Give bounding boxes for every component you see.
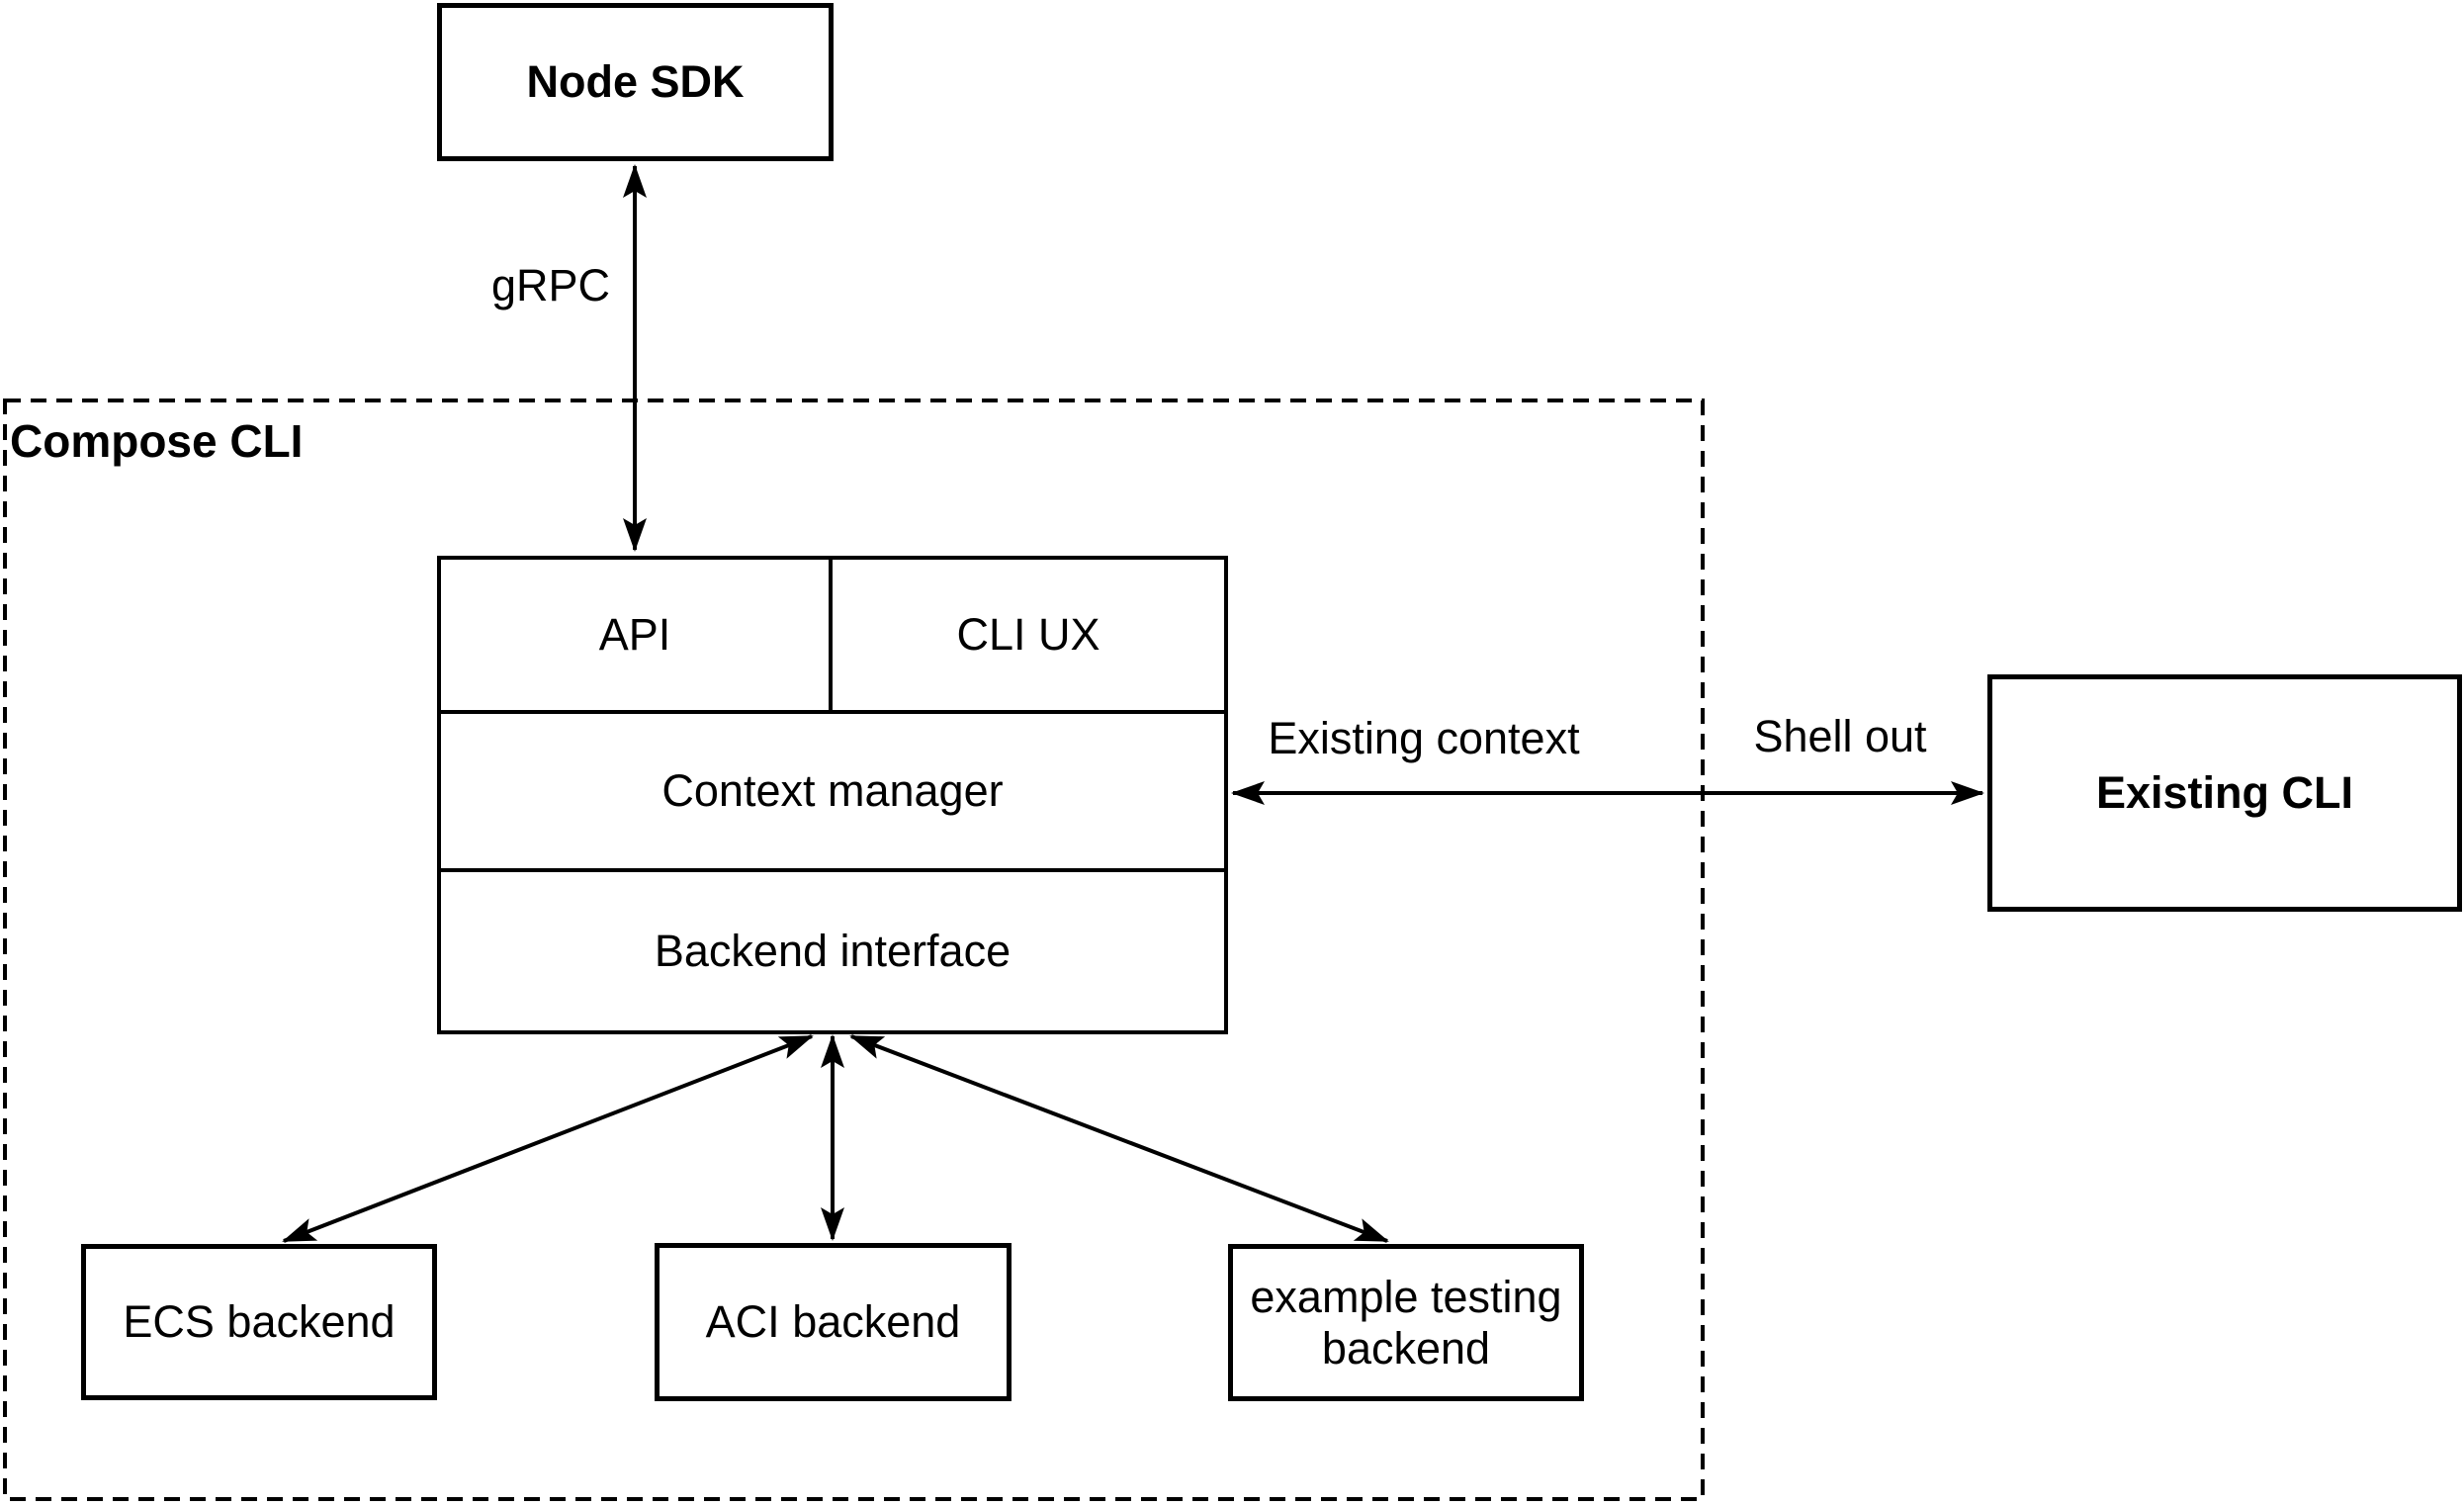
cli-ux-label: CLI UX — [956, 609, 1100, 660]
existing-context-edge-label: Existing context — [1264, 713, 1584, 764]
node-sdk-box: Node SDK — [437, 3, 834, 161]
compose-cli-boundary — [3, 399, 1705, 1501]
grpc-edge-label: gRPC — [486, 260, 615, 311]
aci-backend-label: ACI backend — [705, 1296, 961, 1347]
example-testing-backend-label-line1: example testing — [1250, 1271, 1562, 1322]
api-label: API — [598, 609, 671, 660]
existing-cli-label: Existing CLI — [2095, 767, 2354, 818]
node-sdk-label: Node SDK — [526, 56, 745, 107]
ecs-arrow — [282, 1034, 814, 1243]
aci-backend-box: ACI backend — [655, 1243, 1012, 1401]
backend-interface-box: Backend interface — [441, 872, 1224, 1030]
context-manager-box: Context manager — [441, 714, 1224, 872]
shell-out-edge-label: Shell out — [1749, 711, 1931, 762]
api-box: API — [441, 560, 833, 710]
ecs-backend-box: ECS backend — [81, 1244, 437, 1400]
compose-cli-core-box: API CLI UX Context manager Backend inter… — [437, 556, 1228, 1034]
compose-cli-label: Compose CLI — [10, 415, 304, 467]
example-testing-backend-label-line2: backend — [1321, 1322, 1491, 1374]
backend-interface-label: Backend interface — [654, 926, 1012, 976]
existing-cli-box: Existing CLI — [1987, 674, 2462, 912]
api-cliux-row: API CLI UX — [441, 560, 1224, 714]
example-arrow — [849, 1034, 1389, 1243]
context-manager-label: Context manager — [661, 765, 1004, 816]
cli-ux-box: CLI UX — [833, 560, 1224, 710]
example-testing-backend-box: example testing backend — [1228, 1244, 1584, 1401]
ecs-backend-label: ECS backend — [123, 1296, 396, 1347]
